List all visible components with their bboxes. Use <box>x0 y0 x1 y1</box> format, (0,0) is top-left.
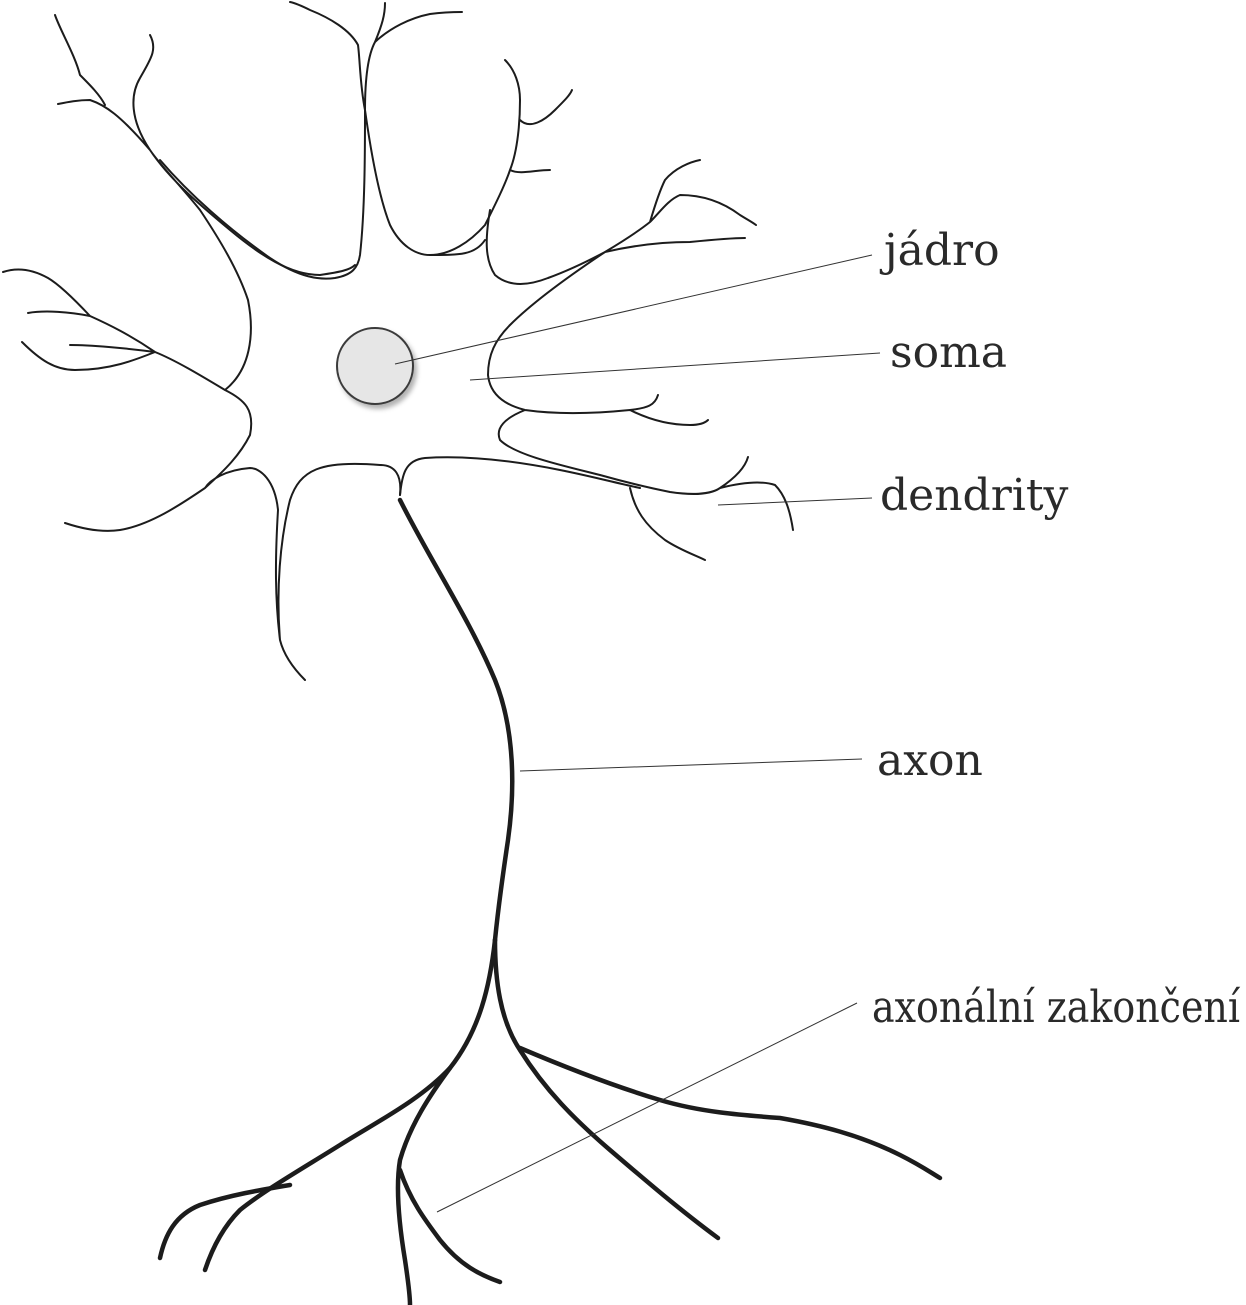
axon-group <box>157 497 943 1305</box>
label-axon: axon <box>877 735 983 786</box>
axon-terminal-mid-branch <box>397 1167 503 1285</box>
label-soma: soma <box>890 327 1007 378</box>
leader-axon <box>519 758 863 772</box>
leader-soma <box>469 352 881 381</box>
labels: jádro soma dendrity axon axonální zakonč… <box>872 225 1241 1033</box>
soma-outline <box>2 14 402 681</box>
label-nucleus: jádro <box>879 225 1000 276</box>
axon-terminal-left-branch <box>157 1182 293 1261</box>
axon-terminal-left <box>202 937 498 1273</box>
label-dendrites: dendrity <box>880 470 1068 521</box>
dendrites <box>2 1 794 681</box>
axon-terminal-mid <box>395 1065 453 1305</box>
axon-trunk <box>397 497 515 943</box>
axon-terminal-right <box>492 937 721 1241</box>
axon-terminal-right-branch <box>517 1045 943 1181</box>
dendrite-top <box>159 1 573 280</box>
leader-nucleus <box>394 254 873 365</box>
leader-dendrites <box>717 497 873 506</box>
dendrite-right <box>399 159 794 561</box>
leader-axon-terminals <box>436 1002 858 1213</box>
label-axon-terminals: axonální zakončení <box>872 982 1241 1033</box>
leader-lines <box>394 254 881 1213</box>
nucleus-circle <box>336 327 414 405</box>
